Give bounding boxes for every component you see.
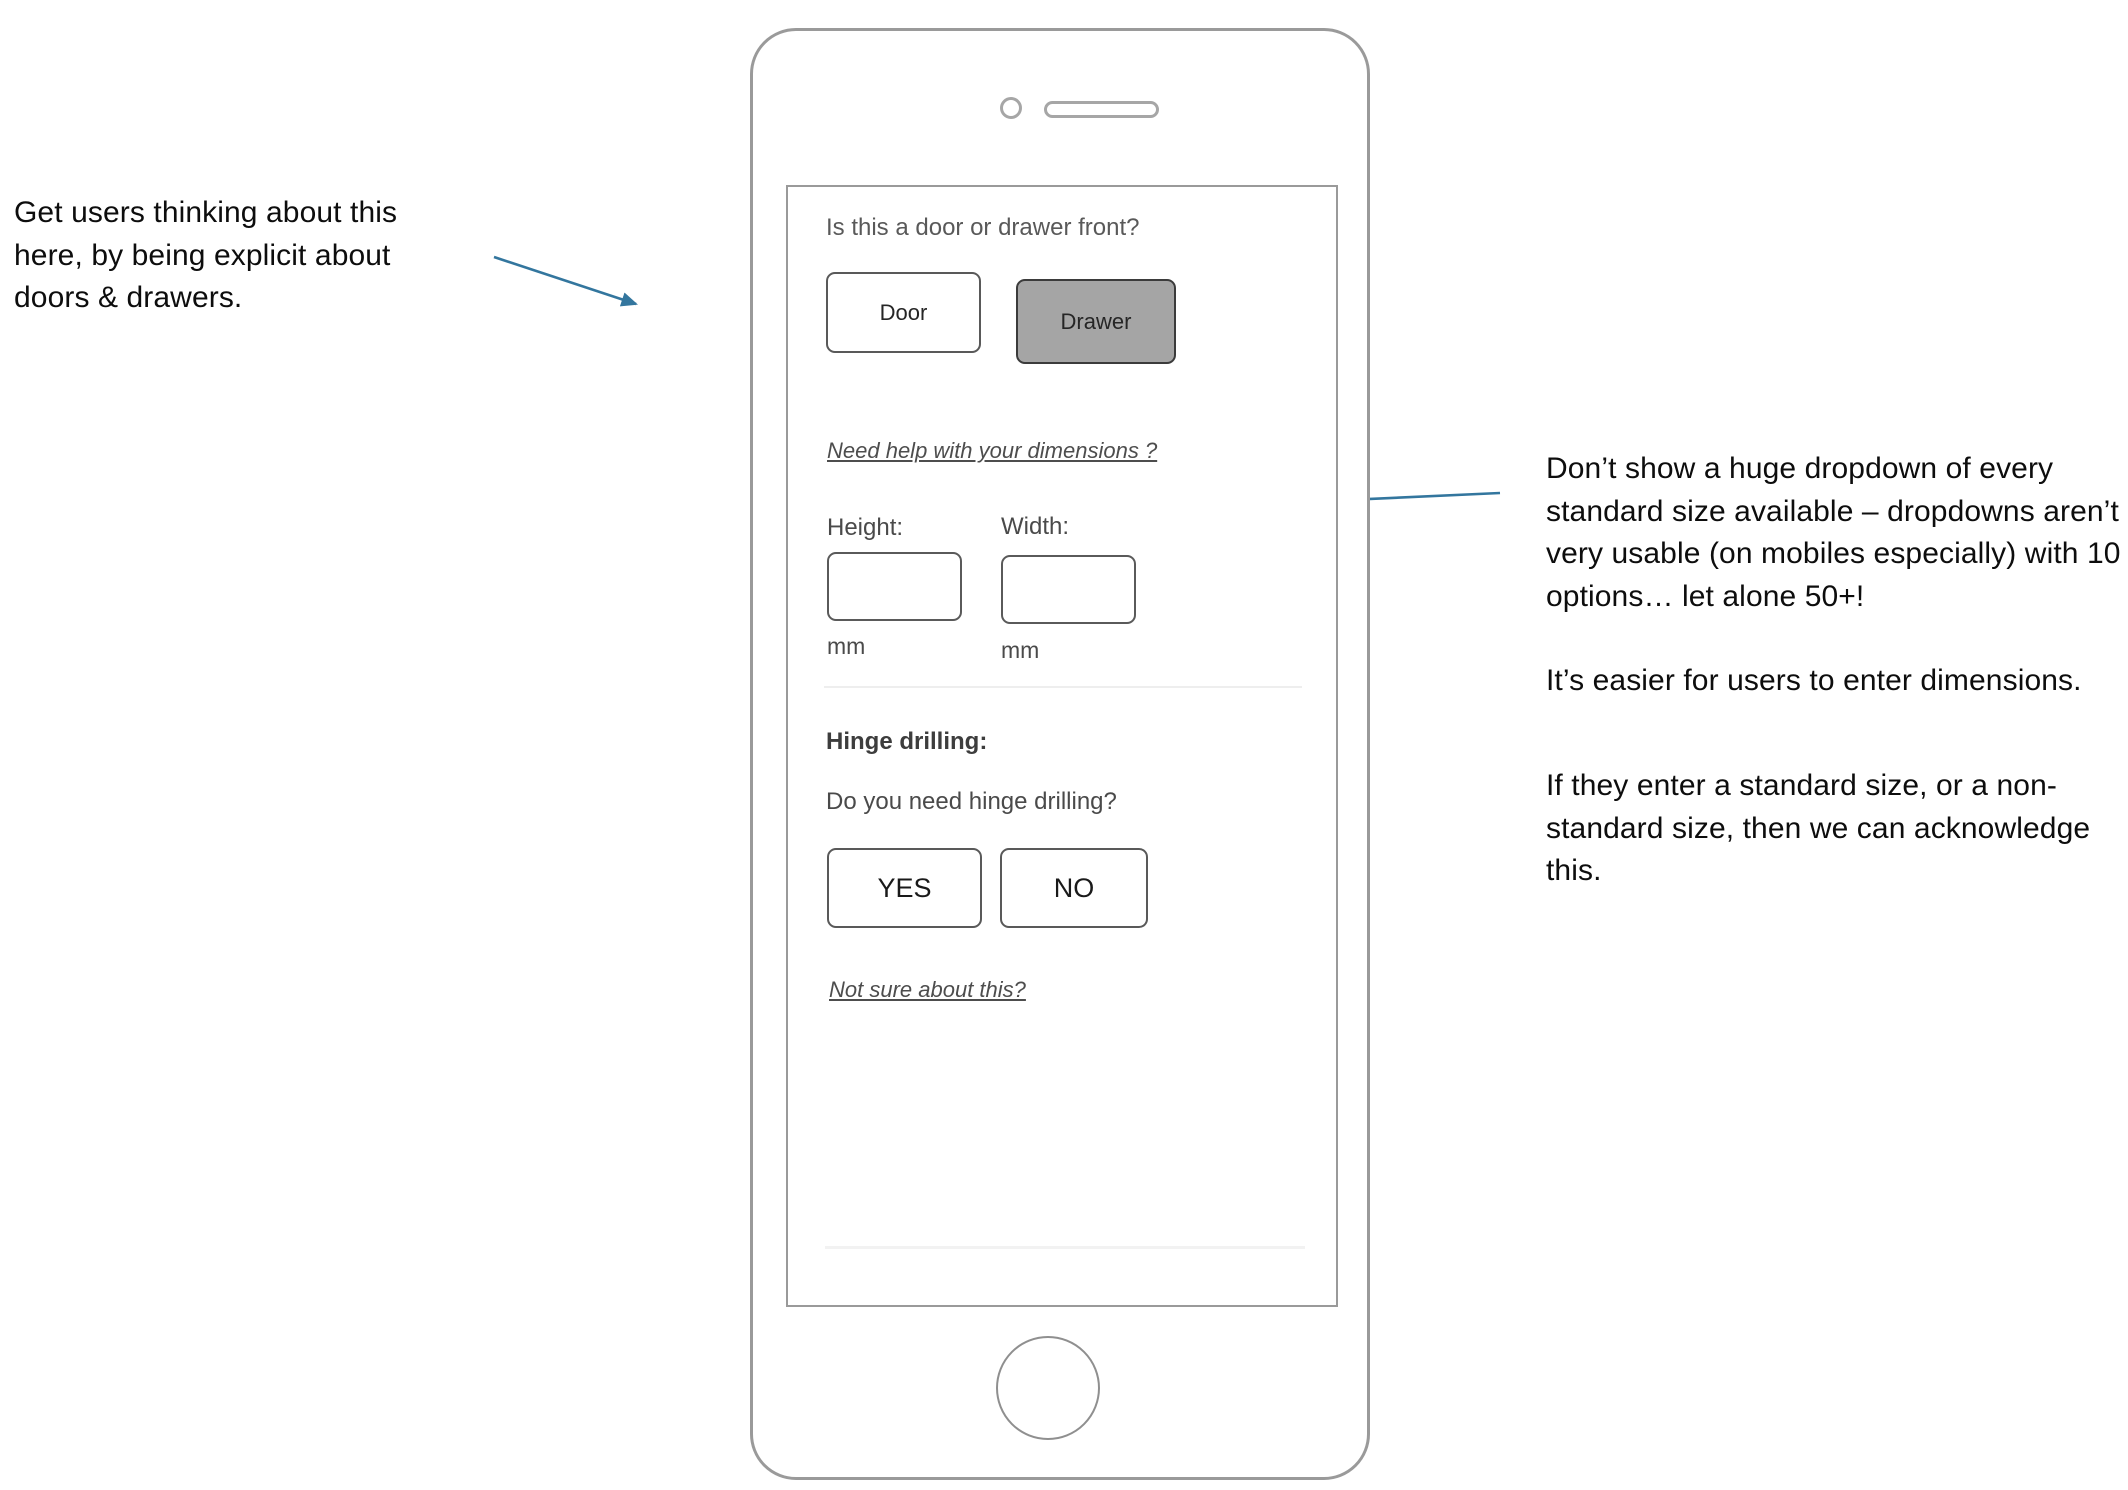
arrow-line bbox=[493, 255, 638, 307]
bottom-divider bbox=[825, 1246, 1305, 1249]
height-label: Height: bbox=[827, 514, 904, 541]
home-button[interactable] bbox=[996, 1336, 1100, 1440]
width-unit-label: mm bbox=[1001, 637, 1040, 663]
not-sure-link[interactable]: Not sure about this? bbox=[829, 977, 1026, 1002]
annotation-left-arrow bbox=[493, 255, 638, 307]
height-input[interactable] bbox=[827, 552, 962, 621]
phone-mockup-frame: Is this a door or drawer front? Door Dra… bbox=[750, 28, 1370, 1480]
annotation-right-paragraph-1: Don’t show a huge dropdown of every stan… bbox=[1546, 452, 2121, 613]
speaker-grille-icon bbox=[1044, 101, 1159, 118]
hinge-yes-button[interactable]: YES bbox=[827, 848, 982, 928]
camera-icon bbox=[1000, 97, 1022, 119]
door-option-button[interactable]: Door bbox=[826, 272, 981, 353]
phone-screen: Is this a door or drawer front? Door Dra… bbox=[786, 185, 1338, 1307]
hinge-drilling-heading: Hinge drilling: bbox=[826, 728, 988, 755]
width-input[interactable] bbox=[1001, 555, 1136, 624]
annotation-right-paragraph-2: It’s easier for users to enter dimension… bbox=[1546, 664, 2082, 698]
hinge-drilling-question: Do you need hinge drilling? bbox=[826, 788, 1117, 815]
annotation-left-text: Get users thinking about this here, by b… bbox=[14, 196, 398, 315]
door-drawer-question: Is this a door or drawer front? bbox=[826, 214, 1140, 241]
annotation-right-paragraph-3: If they enter a standard size, or a non-… bbox=[1546, 768, 2091, 888]
section-divider bbox=[824, 686, 1302, 688]
width-label: Width: bbox=[1001, 513, 1070, 540]
annotation-right-text: Don’t show a huge dropdown of every stan… bbox=[1546, 448, 2128, 893]
need-help-dimensions-link[interactable]: Need help with your dimensions ? bbox=[827, 438, 1158, 463]
height-unit-label: mm bbox=[827, 633, 866, 659]
hinge-no-button[interactable]: NO bbox=[1000, 848, 1148, 928]
drawer-option-button[interactable]: Drawer bbox=[1016, 279, 1176, 364]
